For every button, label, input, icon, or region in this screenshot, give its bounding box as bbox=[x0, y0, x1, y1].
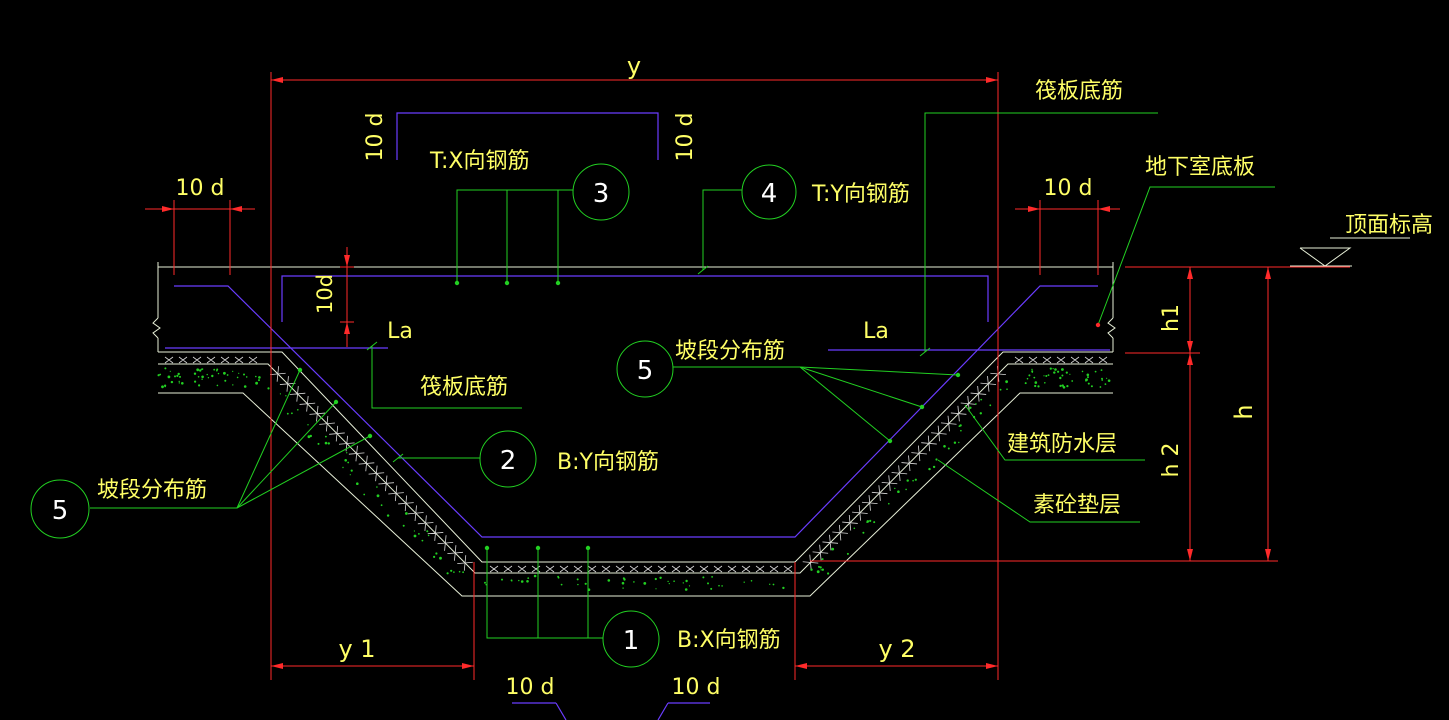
label-10d-vertical-left: 10 d bbox=[363, 113, 388, 162]
svg-text:1: 1 bbox=[623, 626, 640, 656]
label-t-x-bar: T:X向钢筋 bbox=[429, 149, 530, 174]
label-la-right: La bbox=[863, 319, 889, 344]
label-top-elevation: 顶面标高 bbox=[1345, 213, 1433, 238]
marker-4: 4 bbox=[741, 164, 797, 220]
marker-3: 3 bbox=[572, 163, 630, 221]
label-10d-vertical-mid: 10d bbox=[313, 274, 337, 314]
svg-text:4: 4 bbox=[761, 179, 778, 209]
dimension-arrows bbox=[162, 77, 1271, 669]
label-10d-left: 10 d bbox=[176, 176, 225, 201]
svg-text:5: 5 bbox=[637, 356, 654, 386]
marker-5-left: 5 bbox=[30, 479, 90, 539]
rebar-lines bbox=[165, 112, 1110, 720]
label-h: h bbox=[1230, 404, 1258, 419]
svg-text:2: 2 bbox=[500, 446, 517, 476]
waterproof-layer bbox=[158, 356, 1113, 574]
label-h2: h 2 bbox=[1159, 443, 1184, 478]
label-t-y-bar: T:Y向钢筋 bbox=[811, 182, 910, 207]
label-10d-vertical-right: 10 d bbox=[673, 113, 698, 162]
label-basement-slab: 地下室底板 bbox=[1145, 155, 1255, 180]
label-y1: y 1 bbox=[338, 635, 375, 663]
svg-text:3: 3 bbox=[593, 179, 610, 209]
label-la-left: La bbox=[387, 319, 413, 344]
label-y: y bbox=[627, 52, 641, 80]
label-slope-dist-right: 坡段分布筋 bbox=[675, 339, 785, 364]
label-10d-right: 10 d bbox=[1044, 176, 1093, 201]
label-plain-concrete: 素砼垫层 bbox=[1033, 493, 1121, 518]
svg-text:5: 5 bbox=[52, 496, 69, 526]
label-b-x-bar: B:X向钢筋 bbox=[677, 628, 781, 653]
marker-2: 2 bbox=[479, 430, 537, 488]
marker-5-right: 5 bbox=[616, 340, 674, 398]
label-raft-bottom-left: 筏板底筋 bbox=[420, 375, 508, 400]
label-b-y-bar: B:Y向钢筋 bbox=[557, 450, 659, 475]
leader-dots bbox=[297, 280, 1101, 551]
label-slope-dist-left: 坡段分布筋 bbox=[97, 478, 207, 503]
label-waterproof: 建筑防水层 bbox=[1007, 432, 1117, 457]
slab-outline bbox=[152, 262, 1116, 597]
elevation-symbol bbox=[1290, 237, 1410, 267]
label-h1: h1 bbox=[1159, 304, 1184, 332]
label-raft-bottom-top: 筏板底筋 bbox=[1035, 79, 1123, 104]
leader-lines bbox=[90, 112, 1275, 639]
marker-1: 1 bbox=[602, 610, 660, 668]
label-10d-bottom-left: 10 d bbox=[506, 675, 555, 700]
label-10d-bottom-right: 10 d bbox=[672, 675, 721, 700]
label-y2: y 2 bbox=[878, 635, 915, 663]
cushion-speckles bbox=[157, 367, 1111, 591]
